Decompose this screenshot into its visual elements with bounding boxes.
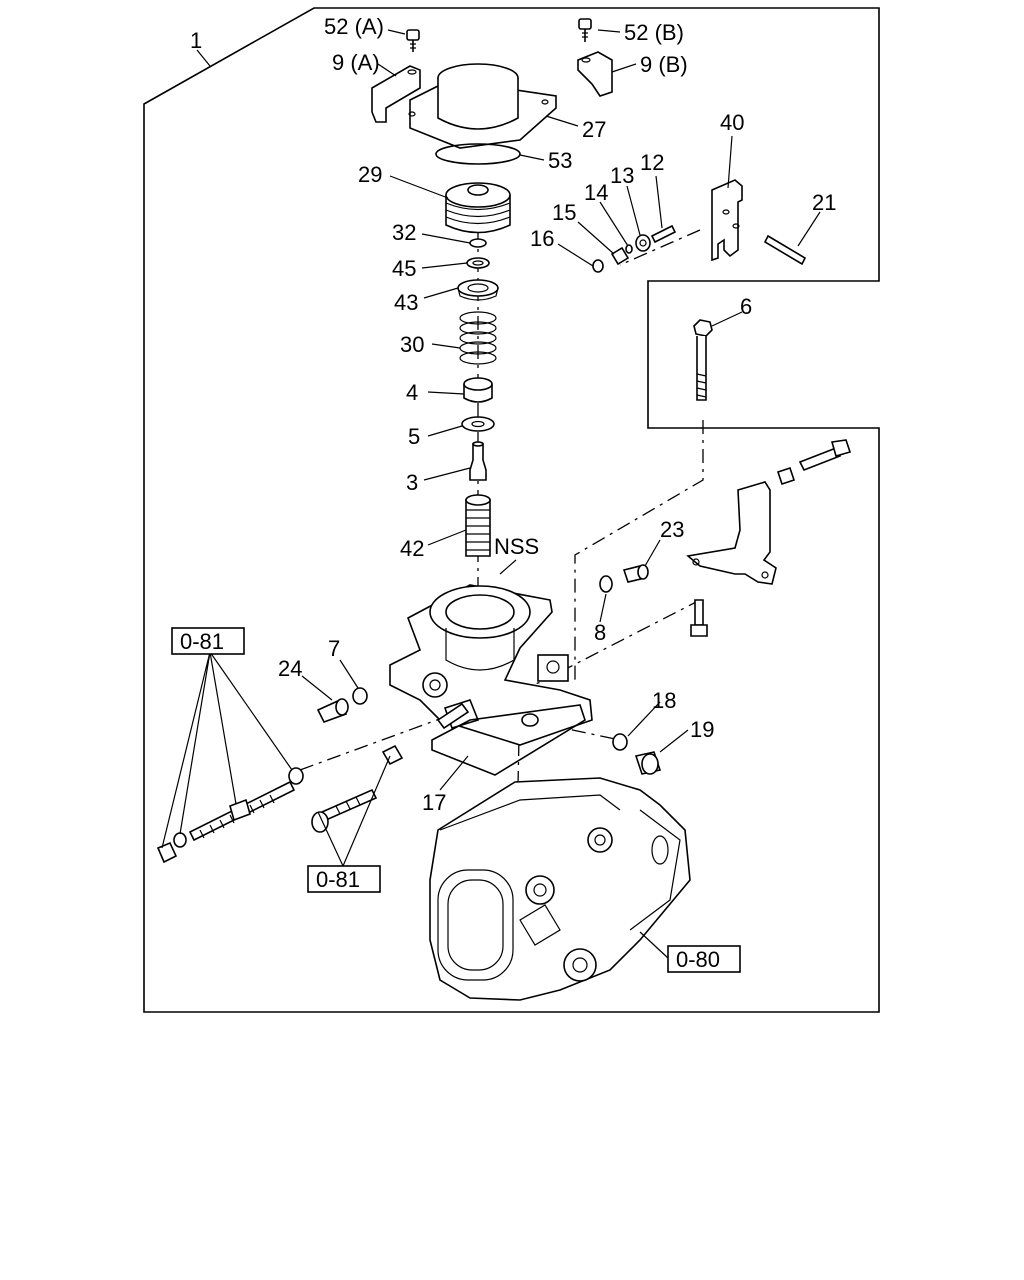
part-43-seat <box>457 279 499 301</box>
part-23-screw <box>622 564 649 583</box>
part-18-washer <box>612 733 628 751</box>
pump-body <box>429 777 691 1001</box>
label-9a: 9 (A) <box>332 50 380 75</box>
bracket-bolt-upper <box>776 439 852 486</box>
label-52a: 52 (A) <box>324 14 384 39</box>
label-27: 27 <box>582 117 606 142</box>
part-12-pin <box>650 224 677 244</box>
label-53: 53 <box>548 148 572 173</box>
part-24-plug <box>316 698 349 723</box>
label-45: 45 <box>392 256 416 281</box>
ref-box-0-81-bottom: 0-81 <box>307 865 381 893</box>
mounting-bracket <box>686 481 777 585</box>
part-40-lever <box>711 179 743 262</box>
label-32: 32 <box>392 220 416 245</box>
part-19-screw <box>634 751 662 775</box>
part-14-washer <box>625 244 633 254</box>
label-16: 16 <box>530 226 554 251</box>
label-12: 12 <box>640 150 664 175</box>
ref-0-81-top-text: 0-81 <box>180 629 224 654</box>
leader-lines <box>161 29 821 959</box>
part-4-nut <box>463 377 493 403</box>
part-6-bolt <box>693 319 713 401</box>
part-30-spring <box>459 311 497 365</box>
adjusting-screw-set <box>156 702 470 864</box>
label-3: 3 <box>406 470 418 495</box>
part-9b-bracket <box>577 51 613 97</box>
part-8-washer <box>599 575 613 593</box>
label-43: 43 <box>394 290 418 315</box>
label-4: 4 <box>406 380 418 405</box>
ref-box-0-80: 0-80 <box>667 945 741 973</box>
label-18: 18 <box>652 688 676 713</box>
part-45-washer <box>466 257 490 269</box>
label-nss: NSS <box>494 534 539 559</box>
label-52b: 52 (B) <box>624 20 684 45</box>
part-13-bushing <box>635 234 651 252</box>
label-30: 30 <box>400 332 424 357</box>
ref-0-80-text: 0-80 <box>676 947 720 972</box>
part-52b-screw <box>578 18 592 42</box>
part-52a-screw <box>406 29 420 52</box>
part-42-spring <box>465 494 491 557</box>
part-5-washer <box>461 416 495 432</box>
label-5: 5 <box>408 424 420 449</box>
part-7-sleeve <box>352 687 368 705</box>
label-8: 8 <box>594 620 606 645</box>
label-7: 7 <box>328 636 340 661</box>
part-21-pin <box>763 234 807 266</box>
part-53-oring <box>435 143 521 165</box>
part-16-clip <box>592 259 604 273</box>
label-9b: 9 (B) <box>640 52 688 77</box>
label-13: 13 <box>610 163 634 188</box>
label-1: 1 <box>190 28 202 53</box>
part-9a-bracket <box>371 65 421 123</box>
assembly-frame <box>143 7 880 1013</box>
label-6: 6 <box>740 294 752 319</box>
label-24: 24 <box>278 656 302 681</box>
part-3-valve <box>469 441 487 481</box>
part-32-washer <box>469 238 487 248</box>
label-23: 23 <box>660 517 684 542</box>
ref-0-81-bottom-text: 0-81 <box>316 867 360 892</box>
label-17: 17 <box>422 790 446 815</box>
part-29-diaphragm <box>445 182 511 234</box>
label-40: 40 <box>720 110 744 135</box>
label-14: 14 <box>584 180 608 205</box>
part-15-collar <box>610 246 630 266</box>
label-42: 42 <box>400 536 424 561</box>
ref-box-0-81-top: 0-81 <box>171 627 245 655</box>
label-29: 29 <box>358 162 382 187</box>
label-21: 21 <box>812 190 836 215</box>
label-15: 15 <box>552 200 576 225</box>
part-labels: 1 52 (A) 9 (A) 52 (B) 9 (B) 27 53 29 32 … <box>190 14 836 815</box>
bracket-bolt-lower <box>690 599 708 637</box>
label-19: 19 <box>690 717 714 742</box>
part-17-gasket <box>431 704 586 776</box>
throttle-body <box>389 584 593 746</box>
part-27-cover <box>408 63 557 149</box>
